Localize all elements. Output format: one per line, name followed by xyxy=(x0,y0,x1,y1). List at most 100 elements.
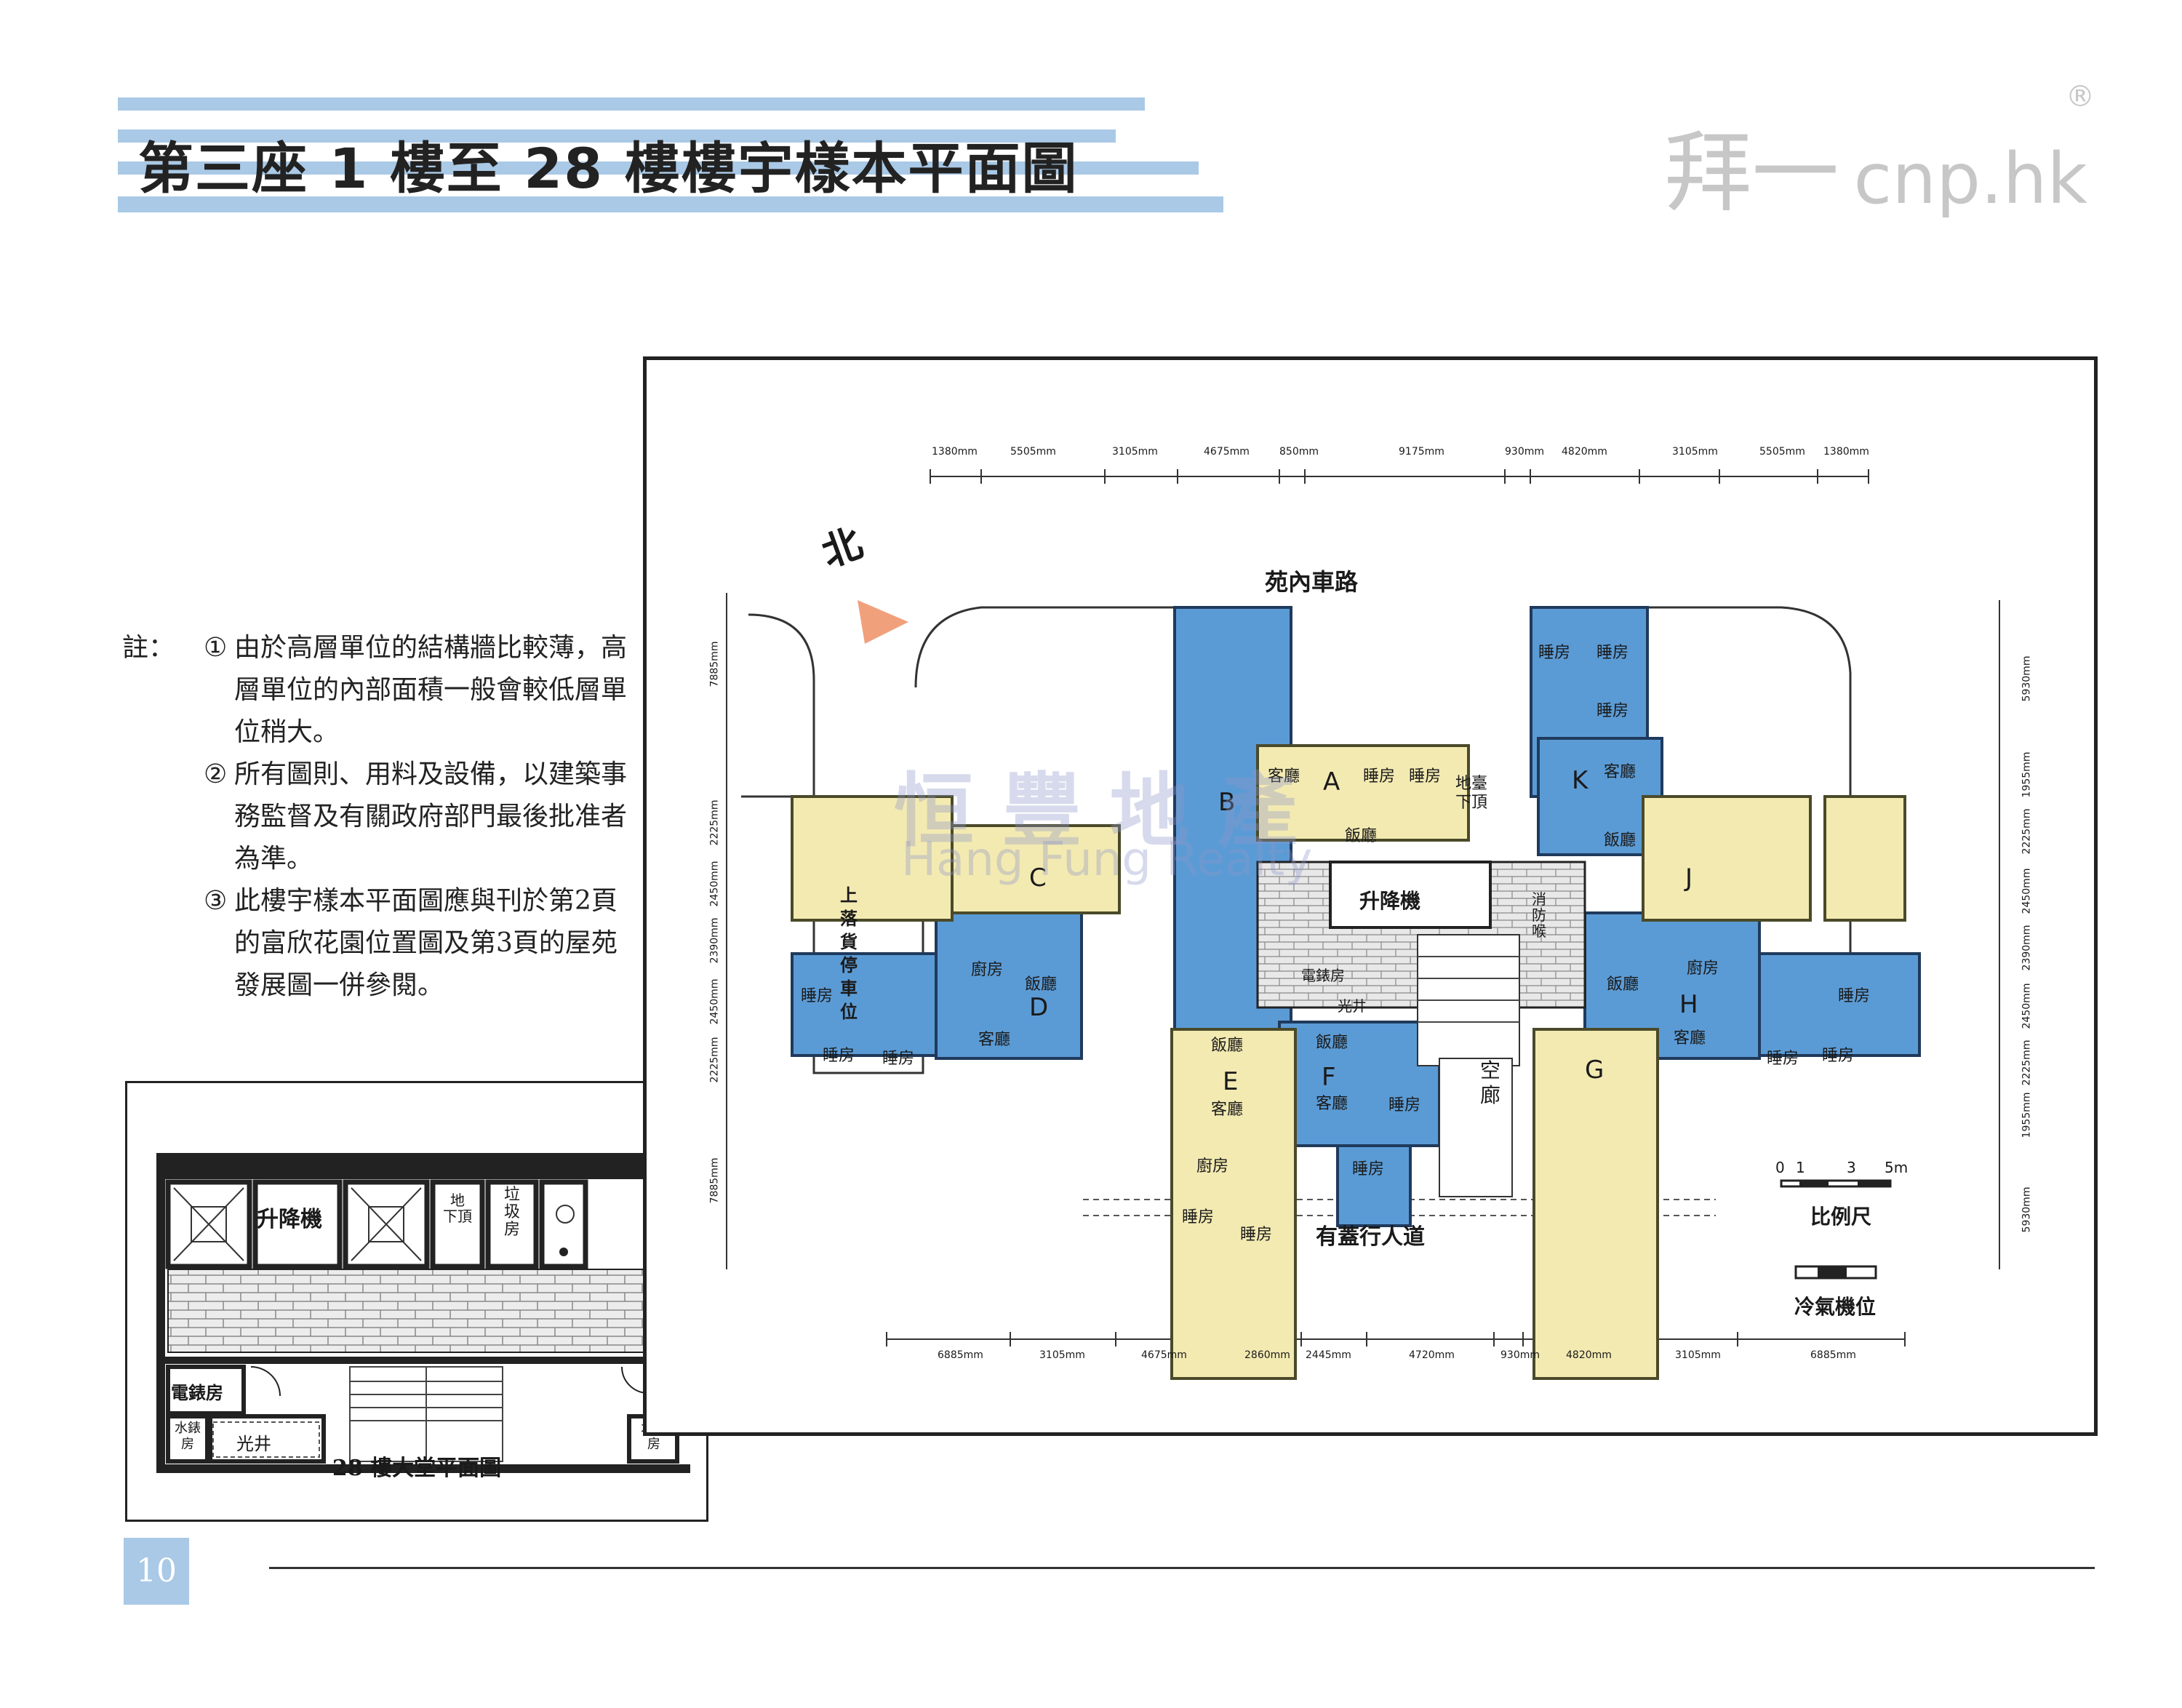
dim-bottom-4: 2860mm xyxy=(1244,1349,1290,1361)
note-line: 由於高層單位的結構牆比較薄，高 xyxy=(234,633,628,663)
unit-d-letter: D xyxy=(1029,993,1049,1022)
unit-e-dining: 飯廳 xyxy=(1211,1037,1244,1055)
plan-lobby-ceiling-label: 地臺下頂 xyxy=(1455,775,1488,812)
scale-tick-0: 0 xyxy=(1775,1159,1785,1176)
unit-k-dining: 飯廳 xyxy=(1604,831,1637,850)
notes-prefix: 註： xyxy=(122,633,175,663)
lobby-meter-room-label: 電錶房 xyxy=(171,1383,223,1403)
dim-left-4: 2390mm xyxy=(708,917,721,964)
dim-left-7: 7885mm xyxy=(708,1157,721,1204)
dim-bottom-8: 4820mm xyxy=(1566,1349,1612,1361)
dim-top-3: 3105mm xyxy=(1112,446,1158,458)
unit-h-letter: H xyxy=(1679,990,1698,1019)
dim-bottom-7: 930mm xyxy=(1500,1349,1540,1361)
notes-block: 註： ① 由於高層單位的結構牆比較薄，高 層單位的內部面積一般會較低層單 位稍大… xyxy=(122,627,631,1007)
dim-left-1: 7885mm xyxy=(708,641,721,687)
unit-b-shape xyxy=(1173,606,1292,1104)
lobby-inset-panel: 升降機 地下頂 垃圾房 消防喉 電錶房 水錶房 光井 水錶房 28 樓大堂平面圖 xyxy=(125,1081,708,1522)
note-number: ① xyxy=(204,633,228,663)
header-stripe-1 xyxy=(118,97,1145,111)
unit-e-kitchen: 廚房 xyxy=(1196,1157,1229,1176)
unit-k-bedroom-3: 睡房 xyxy=(1596,702,1629,720)
scale-tick-3: 3 xyxy=(1847,1159,1856,1176)
dim-right-2: 1955mm xyxy=(2021,751,2033,798)
note-line: 層單位的內部面積一般會較低層單 xyxy=(234,675,628,705)
unit-d-dining: 飯廳 xyxy=(1025,975,1058,994)
unit-f-bedroom-2: 睡房 xyxy=(1352,1160,1385,1178)
unit-h-bedroom-3: 睡房 xyxy=(1822,1047,1855,1065)
dim-right-8: 1955mm xyxy=(2021,1092,2033,1138)
note-text: 所有圖則、用料及設備，以建築事 務監督及有關政府部門最後批准者 為準。 xyxy=(234,754,631,880)
void-corridor-label: 空廊 xyxy=(1479,1058,1500,1107)
dim-left-2: 2225mm xyxy=(708,799,721,846)
logo-cjk: 拜一 xyxy=(1664,123,1839,224)
note-item-3: ③ 此樓宇樣本平面圖應與刊於第2頁 的富欣花園位置圖及第3頁的屋苑 發展圖一併參… xyxy=(122,880,631,1007)
page-number: 10 xyxy=(124,1538,189,1605)
unit-e-bedroom-1: 睡房 xyxy=(1182,1208,1215,1226)
unit-f-bedroom-1: 睡房 xyxy=(1388,1096,1421,1114)
north-arrow-icon xyxy=(858,600,908,644)
unit-h-kitchen: 廚房 xyxy=(1687,959,1719,978)
floor-plan-frame: 北 苑內車路 上落貨 停車位 有蓋行人道 空廊 升降機 電錶房 光井 消防喉 地… xyxy=(643,356,2098,1436)
unit-b-letter: B xyxy=(1218,788,1236,817)
footer-rule xyxy=(269,1567,2095,1569)
dim-right-9: 5930mm xyxy=(2021,1186,2033,1233)
unit-j-letter: J xyxy=(1685,863,1693,893)
scale-tick-1: 1 xyxy=(1796,1159,1805,1176)
loading-bay-label: 上落貨 停車位 xyxy=(840,885,858,1022)
page-title: 第三座 1 樓至 28 樓樓宇樣本平面圖 xyxy=(138,136,1079,201)
dim-right-1: 5930mm xyxy=(2021,655,2033,702)
watermark-latin: Hang Fung Realty xyxy=(901,833,1313,887)
note-line: 務監督及有關政府部門最後批准者 xyxy=(234,802,628,831)
plan-lightwell-label: 光井 xyxy=(1338,997,1367,1015)
dim-left-5: 2450mm xyxy=(708,978,721,1025)
ac-unit-label: 冷氣機位 xyxy=(1794,1295,1877,1319)
unit-e-letter: E xyxy=(1223,1067,1239,1096)
unit-a-living: 客廳 xyxy=(1268,767,1300,786)
logo-registered-mark: ® xyxy=(2066,80,2095,113)
dim-left-6: 2225mm xyxy=(708,1037,721,1083)
unit-k-bedroom-1: 睡房 xyxy=(1538,644,1571,662)
dim-top-10: 5505mm xyxy=(1759,446,1805,458)
unit-k-bedroom-2: 睡房 xyxy=(1596,644,1629,662)
dim-right-3: 2225mm xyxy=(2021,808,2033,855)
road-label: 苑內車路 xyxy=(1265,568,1359,596)
unit-e-living: 客廳 xyxy=(1211,1101,1244,1119)
plan-meter-label: 電錶房 xyxy=(1301,967,1345,984)
watermark-cjk: 恒 豐 地 產 xyxy=(894,765,1298,858)
note-item-2: ② 所有圖則、用料及設備，以建築事 務監督及有關政府部門最後批准者 為準。 xyxy=(122,754,631,880)
unit-a-letter: A xyxy=(1323,767,1340,797)
dim-left-3: 2450mm xyxy=(708,861,721,907)
dim-top-5: 850mm xyxy=(1279,446,1319,458)
dim-bottom-3: 4675mm xyxy=(1141,1349,1187,1361)
header-stripe-2 xyxy=(118,129,1116,143)
unit-a-bedroom-2: 睡房 xyxy=(1409,767,1442,786)
unit-d-bedroom-3: 睡房 xyxy=(882,1050,915,1068)
header-stripe-3 xyxy=(118,161,1199,175)
unit-h-bedroom-2: 睡房 xyxy=(1767,1050,1799,1068)
note-number: ② xyxy=(204,759,228,789)
floor-plan-drawing xyxy=(726,469,2000,1380)
dim-right-5: 2390mm xyxy=(2021,925,2033,971)
unit-g-letter: G xyxy=(1585,1055,1604,1085)
unit-a-bedroom-1: 睡房 xyxy=(1363,767,1396,786)
dim-bottom-9: 3105mm xyxy=(1675,1349,1721,1361)
unit-k-letter: K xyxy=(1572,766,1588,795)
dim-right-4: 2450mm xyxy=(2021,868,2033,914)
dim-top-9: 3105mm xyxy=(1672,446,1718,458)
dim-top-7: 930mm xyxy=(1505,446,1544,458)
dim-top-11: 1380mm xyxy=(1823,446,1869,458)
note-line: 的富欣花園位置圖及第3頁的屋苑 xyxy=(234,928,618,958)
dim-top-4: 4675mm xyxy=(1204,446,1250,458)
note-line: 為準。 xyxy=(234,844,313,874)
unit-k-living: 客廳 xyxy=(1604,763,1637,781)
note-line: 此樓宇樣本平面圖應與刊於第2頁 xyxy=(234,886,618,916)
dim-top-2: 5505mm xyxy=(1010,446,1056,458)
dim-bottom-5: 2445mm xyxy=(1306,1349,1351,1361)
dim-top-6: 9175mm xyxy=(1399,446,1444,458)
dim-bottom-6: 4720mm xyxy=(1409,1349,1455,1361)
note-line: 位稍大。 xyxy=(234,717,340,747)
unit-d-living: 客廳 xyxy=(978,1031,1011,1049)
plan-fire-hose-label: 消防喉 xyxy=(1532,890,1546,940)
